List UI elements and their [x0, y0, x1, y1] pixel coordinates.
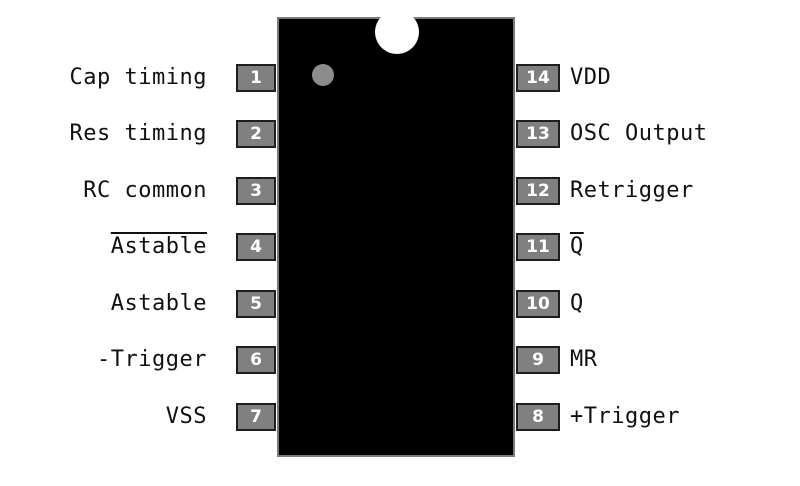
- pin-10-box: 10: [516, 290, 560, 318]
- pin-11-box: 11: [516, 233, 560, 261]
- pin-1-box: 1: [236, 64, 276, 92]
- pin-5-box: 5: [236, 290, 276, 318]
- chip-notch: [375, 10, 419, 54]
- pin-7-label: VSS: [165, 404, 207, 429]
- pin-13-label: OSC Output: [570, 121, 708, 146]
- pin1-marker-dot: [312, 64, 334, 86]
- pin-9-label: MR: [570, 347, 598, 372]
- pin-6-box: 6: [236, 346, 276, 374]
- pin-6-label: -Trigger: [97, 347, 207, 372]
- pin-2-box: 2: [236, 120, 276, 148]
- pin-1-label: Cap timing: [69, 65, 207, 90]
- pin-4-label: Astable: [110, 234, 207, 259]
- pin-14-box: 14: [516, 64, 560, 92]
- pin-2-label: Res timing: [69, 121, 207, 146]
- pin-13-box: 13: [516, 120, 560, 148]
- pin-12-box: 12: [516, 177, 560, 205]
- chip-body: [277, 17, 515, 457]
- pin-3-label: RC common: [83, 178, 207, 203]
- pin-7-box: 7: [236, 403, 276, 431]
- pin-5-label: Astable: [110, 291, 207, 316]
- pin-8-box: 8: [516, 403, 560, 431]
- pin-3-box: 3: [236, 177, 276, 205]
- pin-10-label: Q: [570, 291, 584, 316]
- pin-12-label: Retrigger: [570, 178, 694, 203]
- pin-9-box: 9: [516, 346, 560, 374]
- pin-8-label: +Trigger: [570, 404, 680, 429]
- pin-14-label: VDD: [570, 65, 612, 90]
- pin-11-label: Q: [570, 234, 584, 259]
- pin-4-box: 4: [236, 233, 276, 261]
